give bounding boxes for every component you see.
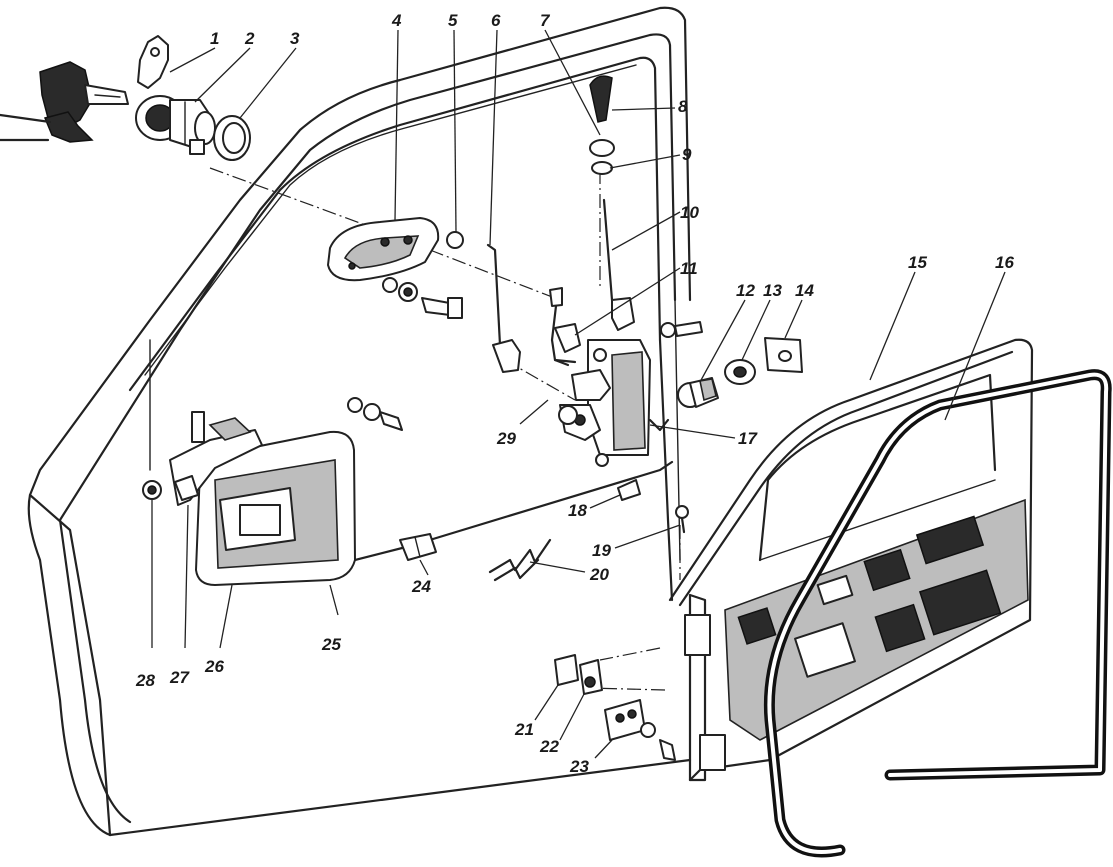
callout-11: 11 — [680, 259, 698, 278]
callout-18: 18 — [568, 501, 587, 520]
callout-7: 7 — [540, 11, 551, 30]
seal-ring — [213, 115, 251, 161]
lock-button — [589, 75, 635, 331]
callout-10: 10 — [680, 203, 699, 222]
callout-4: 4 — [391, 11, 402, 30]
inside-handle-lever — [169, 411, 263, 506]
inner-door-panel — [668, 338, 1034, 782]
handle-bolts — [347, 397, 403, 431]
door-latch — [558, 339, 670, 467]
hinge-shims — [554, 654, 676, 761]
striker-plate — [764, 337, 803, 373]
spring-clip — [488, 538, 552, 582]
callout-labels: 1 2 3 4 5 6 7 8 9 10 11 12 13 14 15 16 1… — [135, 11, 1014, 776]
small-clip — [617, 479, 641, 501]
door-seal — [763, 369, 1112, 858]
outside-door-handle — [327, 217, 440, 282]
rod-clips — [549, 287, 581, 367]
callout-24: 24 — [411, 577, 431, 596]
lock-rod — [486, 243, 521, 373]
callout-1: 1 — [210, 29, 219, 48]
callout-5: 5 — [448, 11, 458, 30]
callout-22: 22 — [539, 737, 559, 756]
key — [0, 61, 129, 143]
callout-15: 15 — [908, 253, 927, 272]
callout-17: 17 — [738, 429, 758, 448]
striker-pin — [677, 377, 719, 408]
callout-8: 8 — [678, 97, 688, 116]
leader-lines — [151, 29, 1006, 759]
handle-fasteners — [382, 231, 464, 319]
callout-19: 19 — [592, 541, 611, 560]
latch-bolts — [660, 321, 703, 338]
lock-cylinder — [135, 95, 216, 155]
callout-29: 29 — [496, 429, 516, 448]
plug — [142, 480, 162, 500]
callout-27: 27 — [169, 668, 190, 687]
callout-28: 28 — [135, 671, 155, 690]
callout-3: 3 — [290, 29, 300, 48]
callout-2: 2 — [244, 29, 255, 48]
inside-handle-escutcheon — [195, 430, 356, 586]
callout-20: 20 — [589, 565, 609, 584]
callout-23: 23 — [569, 757, 589, 776]
callout-9: 9 — [682, 145, 692, 164]
screw — [675, 505, 689, 534]
retainer-clip — [137, 35, 169, 89]
callout-25: 25 — [321, 635, 341, 654]
striker-washer — [724, 359, 756, 385]
callout-6: 6 — [491, 11, 501, 30]
callout-26: 26 — [204, 657, 224, 676]
callout-14: 14 — [795, 281, 814, 300]
callout-16: 16 — [995, 253, 1014, 272]
callout-13: 13 — [763, 281, 782, 300]
callout-12: 12 — [736, 281, 755, 300]
callout-21: 21 — [514, 720, 534, 739]
door-body-shell — [27, 6, 692, 837]
